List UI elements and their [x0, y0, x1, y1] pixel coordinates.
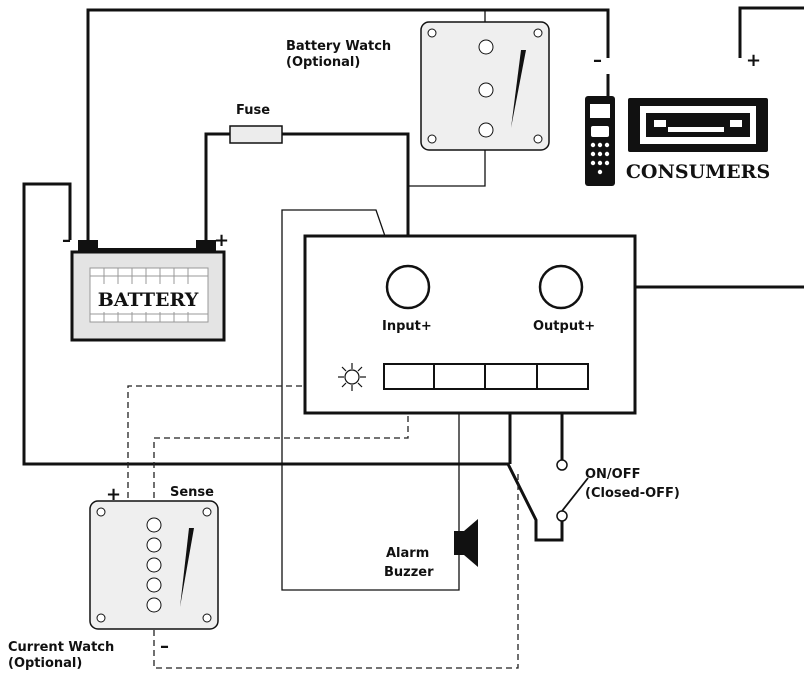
terminal-block	[383, 363, 589, 390]
sense-label: Sense	[170, 485, 214, 500]
output-terminal[interactable]	[538, 264, 584, 310]
wire-fuse-to-input	[282, 132, 410, 264]
thin-wires	[281, 10, 486, 591]
input-label: Input+	[382, 319, 432, 334]
battery-watch-needle	[511, 50, 526, 128]
wire-battery-positive-to-fuse	[204, 132, 230, 240]
battery-label: BATTERY	[98, 289, 199, 311]
on-off-label: ON/OFF	[585, 467, 641, 482]
current-watch-minus-sign: –	[160, 636, 169, 657]
wire-consumers-positive	[738, 6, 804, 58]
wire-current-watch-plus	[127, 385, 384, 498]
sense-wires	[127, 385, 519, 669]
closed-off-label: (Closed-OFF)	[585, 486, 680, 501]
battery-watch-optional-label: (Optional)	[286, 55, 360, 70]
wire-current-watch-minus	[153, 470, 519, 669]
wire-alarm-loop	[281, 209, 460, 591]
current-watch-needle	[180, 528, 194, 607]
buzzer-label: Buzzer	[384, 565, 434, 580]
fuse: Fuse	[229, 103, 283, 144]
led-icon	[338, 363, 366, 391]
consumers-label: CONSUMERS	[626, 161, 770, 183]
battery: BATTERY – +	[62, 230, 229, 342]
radio-icon	[628, 98, 768, 152]
output-label: Output+	[533, 319, 595, 334]
wire-ground-return	[22, 182, 564, 542]
fuse-label: Fuse	[236, 103, 270, 118]
consumers: – + CONSUMERS	[585, 50, 770, 186]
current-watch-optional-label: (Optional)	[8, 656, 82, 671]
input-terminal[interactable]	[385, 264, 431, 310]
main-wires	[22, 6, 804, 542]
wire-current-watch-sense	[153, 389, 409, 498]
battery-watch: Battery Watch (Optional)	[286, 21, 550, 151]
current-watch-plus-sign: +	[106, 484, 121, 505]
battery-plus-sign: +	[214, 230, 229, 251]
consumers-plus-sign: +	[746, 50, 761, 71]
main-unit: Input+ Output+	[303, 234, 637, 415]
current-watch-label: Current Watch	[8, 640, 114, 655]
consumers-minus-sign: –	[593, 50, 602, 71]
alarm-label: Alarm	[386, 546, 429, 561]
wire-battery-watch-bottom	[408, 150, 486, 187]
current-watch: + Sense – Current Watch (Optional)	[8, 484, 219, 671]
battery-minus-sign: –	[62, 230, 71, 251]
phone-icon	[585, 74, 615, 186]
battery-watch-label: Battery Watch	[286, 39, 391, 54]
alarm-buzzer: Alarm Buzzer	[384, 519, 478, 580]
wire-battery-negative-to-consumers	[86, 8, 610, 240]
on-off-switch[interactable]: ON/OFF (Closed-OFF)	[556, 459, 680, 522]
